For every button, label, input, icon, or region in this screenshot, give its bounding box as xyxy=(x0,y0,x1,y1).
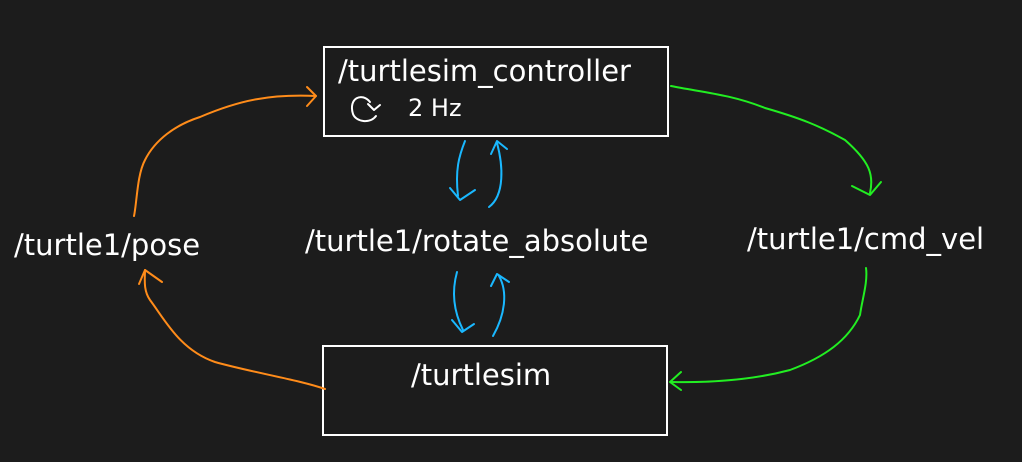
turtlesim-to-pose-arrowhead xyxy=(138,269,163,285)
turtlesim-to-rotate-absolute-arrowhead xyxy=(490,273,510,287)
controller-to-rotate-absolute-arrowhead xyxy=(449,187,476,201)
turtlesim-node xyxy=(322,345,668,436)
controller-to-rotate-absolute-arrow xyxy=(455,140,466,197)
turtlesim-to-pose-arrow xyxy=(143,269,326,390)
turtlesim-to-rotate-absolute-arrow xyxy=(492,275,506,337)
loop-rate-label: 2 Hz xyxy=(408,94,462,122)
turtlesim-controller-label: /turtlesim_controller xyxy=(338,54,631,88)
pose-topic-label: /turtle1/pose xyxy=(14,228,201,262)
rotate-absolute-to-turtlesim-arrowhead xyxy=(451,319,475,333)
pose-to-controller-arrowhead xyxy=(306,86,317,107)
rotate-absolute-to-turtlesim-arrow xyxy=(453,271,464,331)
pose-to-controller-arrow xyxy=(133,94,317,217)
cmd-vel-to-turtlesim-arrowhead xyxy=(669,371,682,391)
cmd-vel-topic-label: /turtle1/cmd_vel xyxy=(747,222,985,256)
turtlesim-label: /turtlesim xyxy=(411,358,552,392)
rotate-absolute-service-label: /turtle1/rotate_absolute xyxy=(305,224,649,258)
rotate-absolute-to-controller-arrow xyxy=(488,142,503,208)
turtlesim-controller-node xyxy=(323,46,669,137)
controller-to-cmd-vel-arrow xyxy=(670,85,873,194)
loop-rate-icon xyxy=(346,88,386,128)
rotate-absolute-to-controller-arrowhead xyxy=(490,140,508,155)
cmd-vel-to-turtlesim-arrow xyxy=(670,267,868,384)
controller-to-cmd-vel-arrowhead xyxy=(851,181,882,196)
